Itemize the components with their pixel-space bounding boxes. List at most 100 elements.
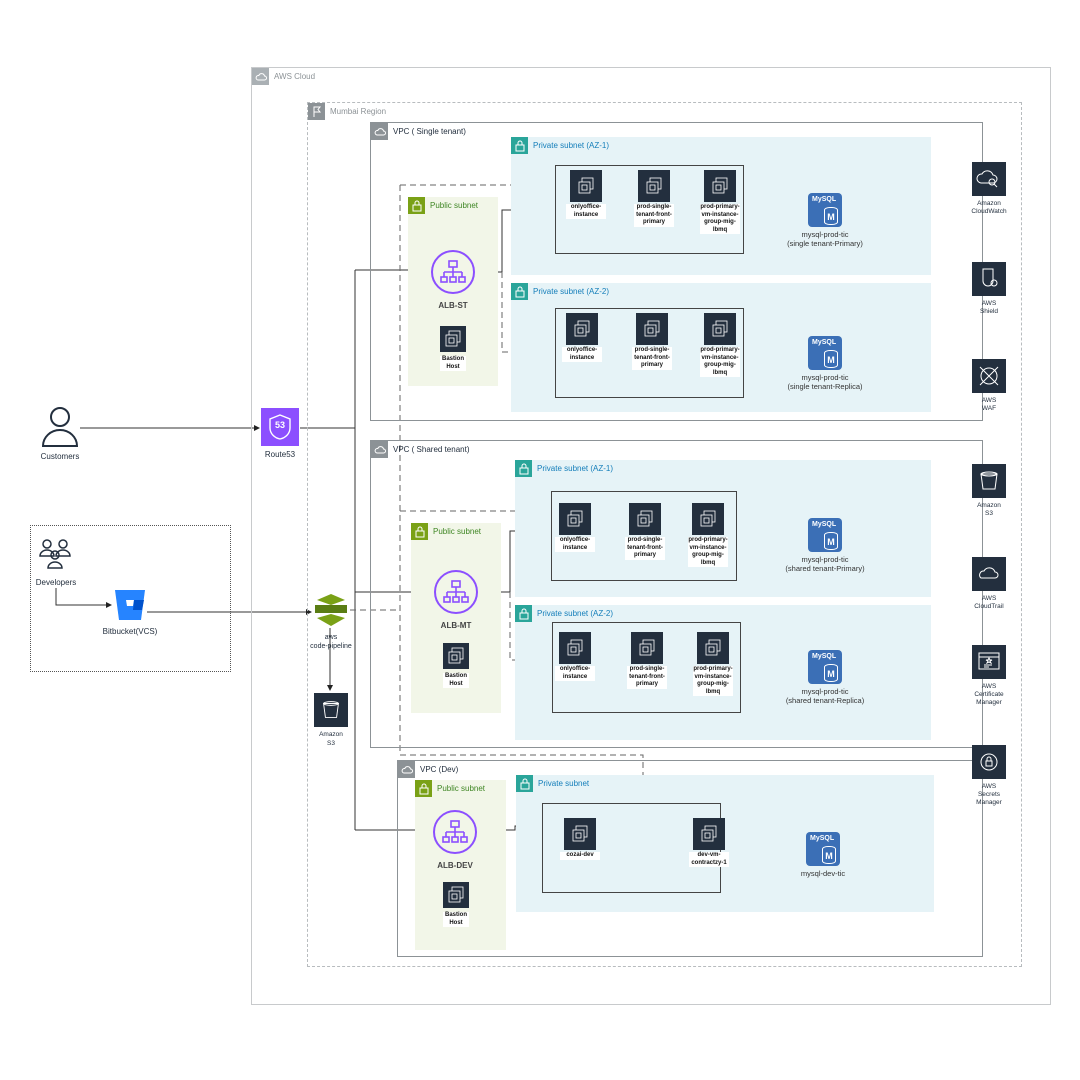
- aws-cloud-group: AWS Cloud: [251, 67, 1051, 1005]
- service-cloudwatch[interactable]: [972, 162, 1006, 196]
- private-subnet-az1-label: Private subnet (AZ-1): [537, 464, 614, 473]
- private-subnet-az2-label: Private subnet (AZ-2): [537, 609, 614, 618]
- lock-icon: [515, 605, 532, 622]
- mysql-badge: MySQL: [810, 835, 835, 842]
- ec2-instance[interactable]: [559, 632, 591, 664]
- private-subnet-label: Private subnet: [538, 779, 590, 788]
- bastion-host[interactable]: [443, 882, 469, 908]
- service-secrets[interactable]: [972, 745, 1006, 779]
- mysql-badge: MySQL: [812, 196, 837, 203]
- code-pipeline-icon[interactable]: [313, 592, 349, 628]
- developers-label: Developers: [35, 578, 77, 587]
- ec2-instance-icon: [644, 320, 660, 337]
- instance-label: prod-​primary-​vm-​instance-​group-​mig-…: [700, 204, 740, 234]
- ec2-instance[interactable]: [636, 313, 668, 345]
- lock-icon: [516, 775, 533, 792]
- shield-icon: [982, 268, 998, 287]
- ec2-instance[interactable]: [697, 632, 729, 664]
- customers-icon: [40, 405, 80, 447]
- load-balancer-label: ALB-DEV: [437, 861, 473, 870]
- lock-icon: [515, 460, 532, 477]
- lock-icon: [415, 780, 432, 797]
- mysql-database[interactable]: MySQL M: [806, 832, 840, 866]
- ec2-instance-icon: [712, 320, 728, 337]
- mysql-badge: MySQL: [812, 653, 837, 660]
- private-subnet-az1-label: Private subnet (AZ-1): [533, 141, 610, 150]
- database-label: mysql-dev-tic: [800, 869, 846, 878]
- load-balancer[interactable]: [433, 810, 477, 854]
- vpc-dev: VPC (Dev): [397, 760, 983, 957]
- load-balancer-icon: [440, 260, 466, 283]
- service-s3-bucket[interactable]: [972, 464, 1006, 498]
- waf-icon: [979, 366, 999, 386]
- s3-bucket-icon: [980, 471, 998, 490]
- bastion-host[interactable]: [443, 643, 469, 669]
- ec2-instance[interactable]: [566, 313, 598, 345]
- customers-label: Customers: [40, 452, 80, 461]
- public-subnet-label: Public subnet: [437, 784, 486, 793]
- vpc-dev-label: VPC (Dev): [420, 765, 459, 774]
- service-label: AWS Shield: [979, 300, 999, 315]
- database-cylinder-icon: M: [824, 664, 838, 682]
- ec2-instance-icon: [701, 825, 717, 842]
- load-balancer[interactable]: [431, 250, 475, 294]
- ec2-instance-icon: [639, 639, 655, 656]
- ec2-instance-icon: [574, 320, 590, 337]
- mysql-badge: MySQL: [812, 339, 837, 346]
- service-label: Amazon CloudWatch: [971, 200, 1007, 215]
- ec2-instance[interactable]: [704, 313, 736, 345]
- bastion-host[interactable]: [440, 326, 466, 352]
- certificate-icon: [978, 652, 1000, 670]
- instance-group-box: [551, 491, 737, 581]
- load-balancer-icon: [443, 580, 469, 603]
- lock-icon: [411, 523, 428, 540]
- region-group: Mumbai Region: [307, 102, 1022, 967]
- service-label: AWS WAF: [981, 397, 997, 412]
- service-cloudtrail[interactable]: [972, 557, 1006, 591]
- flag-icon: [308, 103, 325, 120]
- database-label: mysql-prod-tic (shared tenant-Primary): [785, 555, 865, 573]
- ec2-instance[interactable]: [692, 503, 724, 535]
- instance-label: prod-​primary-​vm-​instance-​group-​mig-…: [688, 537, 728, 567]
- ec2-instance[interactable]: [638, 170, 670, 202]
- ec2-instance-icon: [646, 177, 662, 194]
- ec2-instance-icon: [578, 177, 594, 194]
- ec2-instance-icon: [700, 510, 716, 527]
- service-certificate[interactable]: [972, 645, 1006, 679]
- ec2-instance[interactable]: [564, 818, 596, 850]
- cloudwatch-icon: [976, 170, 998, 188]
- load-balancer-icon: [442, 820, 468, 843]
- ec2-instance[interactable]: [704, 170, 736, 202]
- mysql-database[interactable]: MySQL M: [808, 650, 842, 684]
- service-label: AWS Secrets Manager: [976, 783, 1002, 806]
- ec2-instance[interactable]: [570, 170, 602, 202]
- instance-group-box: [552, 622, 741, 713]
- service-waf[interactable]: [972, 359, 1006, 393]
- cloudtrail-icon: [979, 567, 999, 579]
- ec2-instance[interactable]: [629, 503, 661, 535]
- instance-label: prod-​primary-​vm-​instance-​group-​mig-…: [693, 666, 733, 696]
- load-balancer[interactable]: [434, 570, 478, 614]
- ec2-instance[interactable]: [693, 818, 725, 850]
- ec2-instance-icon: [567, 510, 583, 527]
- bastion-label: Bastion Host: [440, 356, 466, 371]
- developers-to-bitbucket: [55, 588, 112, 608]
- database-cylinder-icon: M: [822, 846, 836, 864]
- aws-cloud-group-label: AWS Cloud: [274, 72, 316, 81]
- amazon-s3-icon[interactable]: [314, 693, 348, 727]
- bitbucket-icon[interactable]: [113, 588, 147, 622]
- code-pipeline-label: aws code-pipeline: [310, 634, 352, 650]
- ec2-instance[interactable]: [559, 503, 591, 535]
- route53-icon[interactable]: 53: [261, 408, 299, 446]
- instance-label: prod-​single-​tenant-​front-​primary: [632, 347, 672, 370]
- ec2-instance-icon: [572, 825, 588, 842]
- pipeline-deploy-path: [399, 185, 646, 803]
- bitbucket-label: Bitbucket(VCS): [102, 627, 158, 636]
- instance-label: prod-​single-​tenant-​front-​primary: [625, 537, 665, 560]
- ec2-instance[interactable]: [631, 632, 663, 664]
- lock-icon: [408, 197, 425, 214]
- service-shield[interactable]: [972, 262, 1006, 296]
